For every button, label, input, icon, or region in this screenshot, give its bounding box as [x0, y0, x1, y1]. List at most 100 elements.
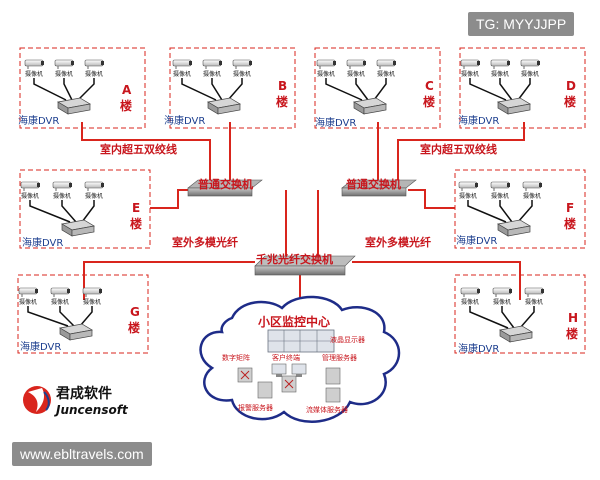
building-f-lou: 楼	[564, 216, 576, 231]
inner-cabling	[27, 78, 535, 329]
left-switch	[187, 179, 263, 197]
camera-icon	[522, 181, 542, 191]
camera-icon	[316, 59, 336, 69]
building-a-dvr: 海康DVR	[18, 114, 59, 127]
building-d-lou: 楼	[564, 94, 576, 109]
camera-cable	[355, 78, 369, 101]
building-h-letter: H	[568, 311, 578, 325]
building-f-unit: 摄像机 摄像机 摄像机	[458, 181, 542, 237]
stream-server	[325, 387, 341, 403]
building-a-letter: A	[122, 83, 132, 97]
building-d-frame	[459, 47, 586, 129]
camera-label: 摄像机	[53, 192, 71, 200]
camera-cable	[33, 78, 67, 101]
lcd-wall	[267, 329, 335, 353]
camera-icon	[24, 59, 44, 69]
camera-icon	[84, 181, 104, 191]
camera-label: 摄像机	[491, 192, 509, 200]
camera-cable	[499, 78, 513, 101]
camera-icon	[20, 181, 40, 191]
camera-cable	[467, 200, 507, 223]
camera-icon	[346, 59, 366, 69]
building-h-label: H 楼 海康DVR	[458, 311, 578, 355]
building-c-label: C 楼 海康DVR	[315, 79, 435, 129]
building-c-dvr: 海康DVR	[315, 116, 356, 129]
logo-en: Juncensoft	[54, 403, 129, 417]
link-f	[408, 189, 455, 209]
camera-icon	[172, 59, 192, 69]
camera-cable	[81, 200, 95, 223]
camera-icon	[376, 59, 396, 69]
monitoring-center-title: 小区监控中心	[258, 314, 330, 329]
camera-cable	[63, 78, 73, 101]
building-h-unit: 摄像机摄像机摄像机	[460, 287, 544, 343]
building-f-label: F 楼 海康DVR	[456, 201, 576, 247]
logo-cn: 君成软件	[55, 385, 112, 402]
camera-label: 摄像机	[203, 70, 221, 78]
camera-icon	[18, 287, 38, 297]
building-labels: A 楼 海康DVR B 楼 海康DVR C 楼 海康DVR D 楼 海康DVR …	[18, 79, 578, 355]
watermark-top-right: TG: MYYJJPP	[468, 12, 575, 36]
camera-label: 摄像机	[233, 70, 251, 78]
link-labels: 室内超五双绞线 室内超五双绞线 普通交换机 普通交换机 室外多模光纤 室外多模光…	[100, 142, 497, 266]
camera-label: 摄像机	[461, 70, 479, 78]
building-b-label: B 楼 海康DVR	[164, 79, 288, 127]
building-g-lou: 楼	[128, 320, 140, 335]
core-switch	[254, 255, 356, 276]
camera-label: 摄像机	[521, 70, 539, 78]
camera-cable	[517, 78, 531, 101]
dvr-icon	[61, 219, 95, 237]
mgmt-label: 管理服务器	[322, 353, 357, 362]
camera-icon	[490, 181, 510, 191]
building-d-dvr: 海康DVR	[458, 114, 499, 127]
building-h-lou: 楼	[566, 326, 578, 341]
camera-icon	[460, 287, 480, 297]
building-g-dvr: 海康DVR	[20, 340, 61, 353]
camera-label: 摄像机	[523, 192, 541, 200]
camera-cable	[227, 78, 243, 101]
monitoring-center: 小区监控中心 液晶显示器 数字矩阵 客户终端 管理服务器	[199, 295, 401, 423]
camera-label: 摄像机	[173, 70, 191, 78]
building-c-letter: C	[425, 79, 434, 93]
camera-cable	[79, 306, 93, 327]
camera-label: 摄像机	[51, 298, 69, 306]
watermark-bottom-left: www.ebltravels.com	[12, 442, 152, 466]
camera-label: 摄像机	[317, 70, 335, 78]
building-b-lou: 楼	[276, 94, 288, 109]
mgmt-server	[325, 367, 341, 385]
juncensoft-logo: 君成软件 Juncensoft	[23, 385, 129, 417]
camera-icon	[458, 181, 478, 191]
alarm-server-label: 报警服务器	[238, 403, 273, 412]
camera-cable	[59, 306, 75, 327]
building-h-dvr: 海康DVR	[458, 342, 499, 355]
right-switch-label: 普通交换机	[346, 177, 401, 191]
dvr-icon	[497, 219, 531, 237]
camera-cable	[27, 306, 69, 327]
fiber-right-label: 室外多模光纤	[365, 235, 431, 249]
building-b-frame	[169, 47, 296, 129]
camera-cable	[181, 78, 217, 101]
building-e-label: E 楼 海康DVR	[22, 201, 142, 249]
camera-cable	[77, 78, 95, 101]
client-terminal	[271, 363, 307, 377]
dvr-icon	[59, 323, 93, 341]
building-g-label: G 楼 海康DVR	[20, 305, 140, 353]
left-switch-label: 普通交换机	[198, 177, 253, 191]
link-h	[352, 261, 521, 300]
building-g-unit: 摄像机摄像机摄像机	[18, 287, 102, 341]
dvr-icon	[497, 97, 531, 115]
camera-label: 摄像机	[25, 70, 43, 78]
camera-label: 摄像机	[377, 70, 395, 78]
building-d-letter: D	[566, 79, 576, 93]
camera-cable	[211, 78, 223, 101]
dvr-icon	[353, 97, 387, 115]
camera-cable	[519, 306, 535, 329]
building-f-letter: F	[566, 201, 574, 215]
building-b-unit: 摄像机 摄像机 摄像机	[172, 59, 252, 115]
camera-cable	[501, 306, 515, 329]
building-b-dvr: 海康DVR	[164, 114, 205, 127]
building-e-unit: 摄像机摄像机摄像机	[20, 181, 104, 237]
camera-label: 摄像机	[459, 192, 477, 200]
